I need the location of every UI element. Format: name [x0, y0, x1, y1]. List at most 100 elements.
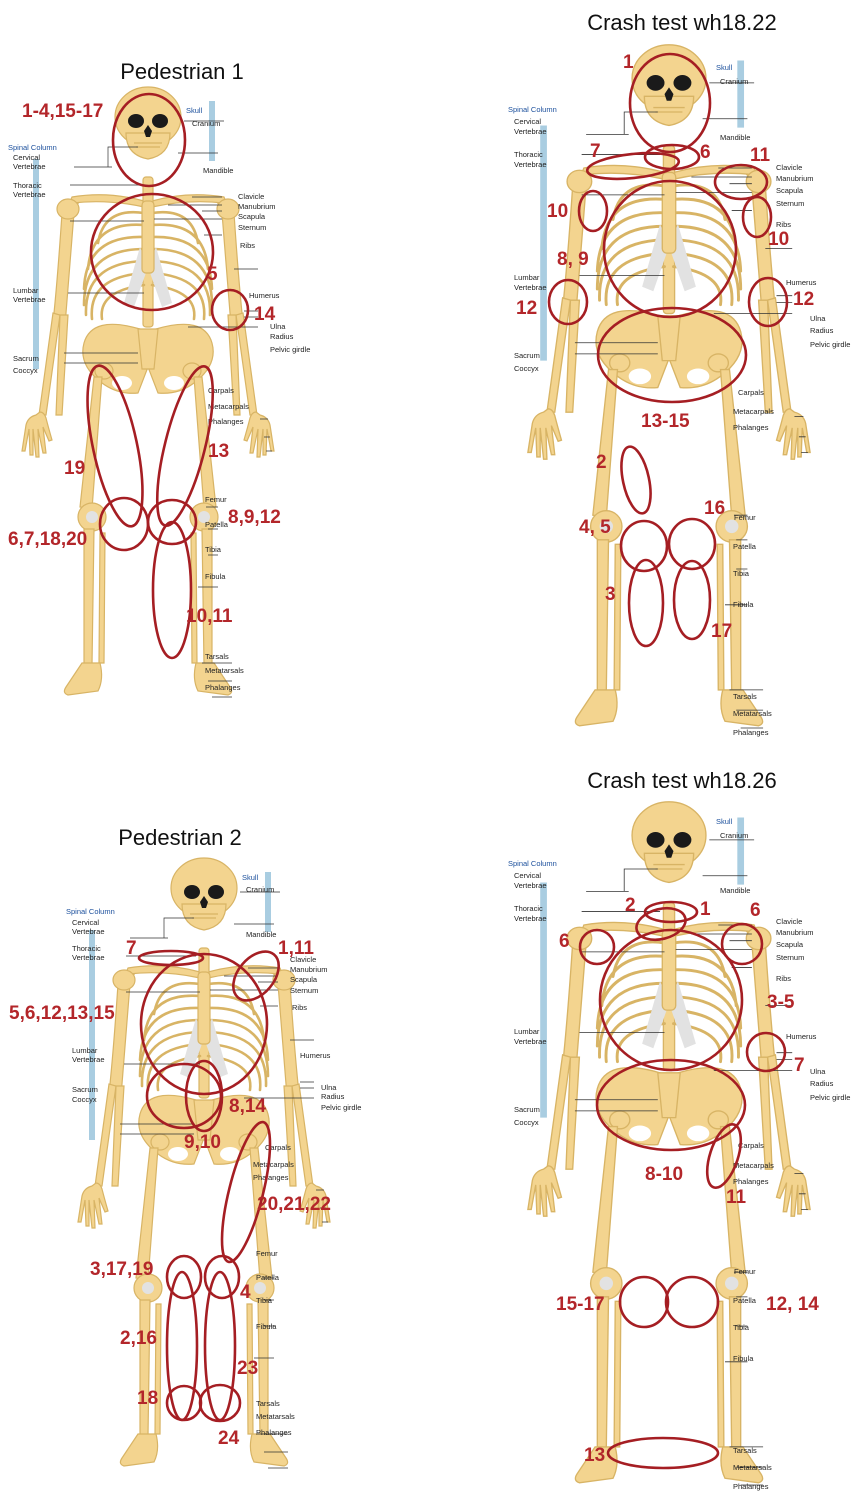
- injury-label: 17: [711, 621, 732, 642]
- bone-label: Thoracic: [514, 904, 543, 913]
- bone-label: Vertebrae: [72, 1055, 105, 1064]
- bone-label: Phalanges: [733, 728, 769, 737]
- injury-label: 5,6,12,13,15: [9, 1003, 115, 1024]
- bone-label: Lumbar: [514, 1027, 540, 1036]
- bone-label: Phalanges: [733, 1482, 769, 1491]
- label-femur: Femur: [205, 495, 227, 504]
- bone-label: Metatarsals: [733, 1463, 772, 1472]
- bone-label: Phalanges: [733, 423, 769, 432]
- bone-label: Metatarsals: [256, 1412, 295, 1421]
- skeleton-figure: [22, 87, 274, 697]
- injury-circle: [629, 560, 663, 646]
- bone-label: Femur: [734, 513, 756, 522]
- injury-label: 7: [794, 1055, 805, 1076]
- bone-label: Coccyx: [514, 1118, 539, 1127]
- label-patella: Patella: [205, 520, 229, 529]
- bone-label: Ulna: [810, 314, 826, 323]
- label-metacarpals: Metacarpals: [208, 402, 249, 411]
- injury-circle: [205, 1272, 235, 1420]
- bone-label: Cranium: [246, 885, 274, 894]
- injury-label: 3-5: [767, 992, 795, 1013]
- bone-label: Cranium: [720, 77, 748, 86]
- bone-label: Lumbar: [514, 273, 540, 282]
- label-sacrum: Sacrum: [13, 354, 39, 363]
- injury-label: 10: [768, 229, 789, 250]
- bone-label: Patella: [256, 1273, 280, 1282]
- bone-label: Metacarpals: [733, 407, 774, 416]
- bone-label: Vertebrae: [514, 283, 547, 292]
- injury-circle: [666, 1277, 718, 1327]
- label-fibula: Fibula: [205, 572, 226, 581]
- bone-label: Skull: [716, 63, 733, 72]
- injury-circle: [167, 1272, 197, 1420]
- injury-circle: [621, 521, 667, 571]
- bone-label: Humerus: [300, 1051, 331, 1060]
- bone-label: Clavicle: [776, 163, 802, 172]
- injury-label: 5: [207, 264, 218, 285]
- bone-label: Tarsals: [733, 1446, 757, 1455]
- bone-label: Spinal Column: [508, 859, 557, 868]
- injury-label: 2: [625, 895, 636, 916]
- label-skull: Skull: [186, 106, 203, 115]
- bone-label: Femur: [734, 1267, 756, 1276]
- bone-label: Fibula: [733, 1354, 754, 1363]
- injury-label: 3,17,19: [90, 1259, 153, 1280]
- bone-label: Sacrum: [514, 1105, 540, 1114]
- bone-label: Humerus: [786, 278, 817, 287]
- label-mandible: Mandible: [203, 166, 233, 175]
- label-clavicle: Clavicle: [238, 192, 264, 201]
- human-skeleton-front-icon: [528, 802, 810, 1485]
- bone-label: Sacrum: [72, 1085, 98, 1094]
- bone-label: Vertebrae: [514, 127, 547, 136]
- label-metatarsals: Metatarsals: [205, 666, 244, 675]
- injury-label: 4, 5: [579, 517, 611, 538]
- bone-label: Metatarsals: [733, 709, 772, 718]
- injury-label: 9,10: [184, 1132, 221, 1153]
- label-pelvic-girdle: Pelvic girdle: [270, 345, 310, 354]
- panel-title: Crash test wh18.22: [587, 10, 777, 35]
- injury-label: 1-4,15-17: [22, 101, 103, 122]
- bone-label: Scapula: [290, 975, 318, 984]
- injury-label: 3: [605, 584, 616, 605]
- bone-label: Thoracic: [514, 150, 543, 159]
- bone-label: Humerus: [786, 1032, 817, 1041]
- bone-label: Tibia: [256, 1296, 273, 1305]
- label-scapula: Scapula: [238, 212, 266, 221]
- panel-title: Pedestrian 1: [120, 59, 244, 84]
- injury-label: 10,11: [186, 606, 233, 627]
- label-sternum: Sternum: [238, 223, 266, 232]
- label-phalanges-hand: Phalanges: [208, 417, 244, 426]
- label-tarsals: Tarsals: [205, 652, 229, 661]
- bone-label: Cervical: [514, 117, 541, 126]
- injury-label: 10: [547, 201, 568, 222]
- bone-label: Manubrium: [776, 928, 814, 937]
- bone-label: Pelvic girdle: [321, 1103, 361, 1112]
- bone-label: Metacarpals: [253, 1160, 294, 1169]
- panel-title: Crash test wh18.26: [587, 768, 777, 793]
- injury-label: 1,11: [278, 938, 314, 959]
- bone-label: Vertebrae: [514, 160, 547, 169]
- injury-label: 8,14: [229, 1096, 266, 1117]
- bone-label: Tibia: [733, 569, 750, 578]
- bone-label: Ulna: [810, 1067, 826, 1076]
- bone-label: Scapula: [776, 186, 804, 195]
- label-cranium: Cranium: [192, 119, 220, 128]
- injury-circle: [608, 1438, 718, 1468]
- bone-label: Patella: [733, 1296, 757, 1305]
- injury-label: 4: [240, 1282, 251, 1303]
- label-tibia: Tibia: [205, 545, 222, 554]
- label-lumbar-vertebrae: Vertebrae: [13, 295, 46, 304]
- bone-label: Mandible: [246, 930, 276, 939]
- bone-label: Vertebrae: [72, 953, 105, 962]
- bone-label: Cranium: [720, 831, 748, 840]
- bone-label: Skull: [242, 873, 259, 882]
- bone-label: Sternum: [776, 199, 804, 208]
- bone-label: Femur: [256, 1249, 278, 1258]
- label-humerus: Humerus: [249, 291, 280, 300]
- label-cervical-vertebrae: Vertebrae: [13, 162, 46, 171]
- label-radius: Radius: [270, 332, 294, 341]
- injury-label: 6: [700, 142, 711, 163]
- injury-label: 6: [559, 931, 570, 952]
- human-skeleton-front-icon: [22, 87, 274, 697]
- injury-label: 12: [516, 298, 537, 319]
